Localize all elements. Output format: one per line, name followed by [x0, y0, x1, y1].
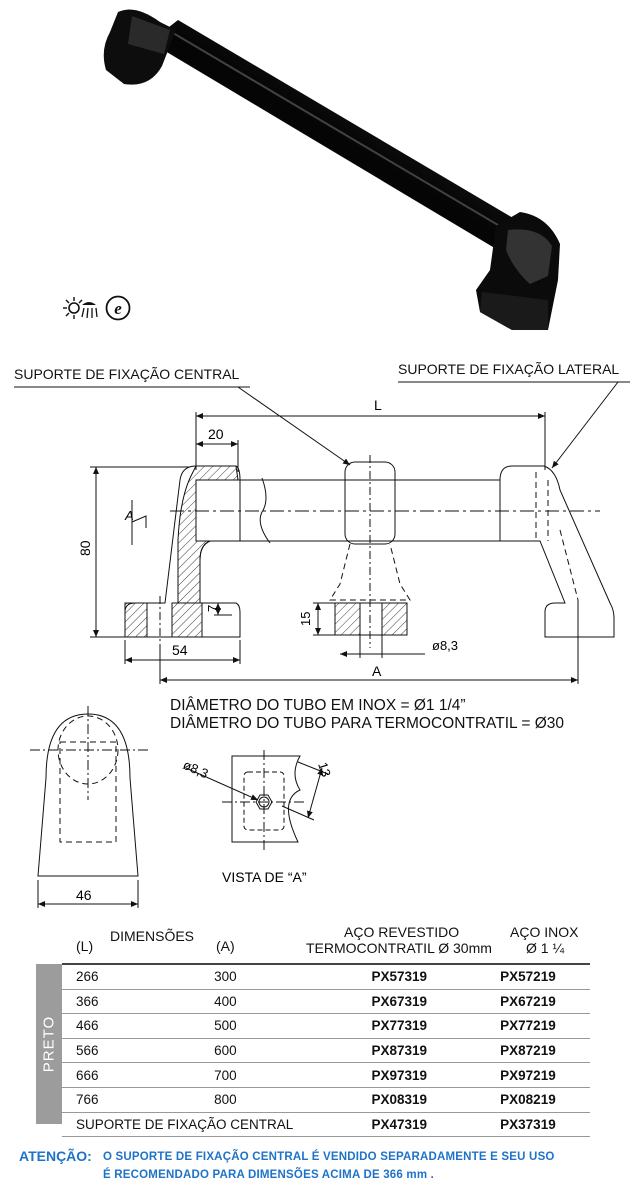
cell-L: 566 [76, 1043, 99, 1059]
attention-line2: É RECOMENDADO PARA DIMENSÕES ACIMA DE 36… [103, 1169, 435, 1181]
cell-coated-code: PX08319 [371, 1092, 428, 1108]
cell-A: 800 [214, 1092, 237, 1108]
dim-80: 80 [77, 540, 93, 556]
dim-20: 20 [208, 426, 224, 442]
table-row: 466 500 PX77319 PX77219 [62, 1014, 590, 1039]
cell-L: 466 [76, 1018, 99, 1034]
dimensions-table: 266 300 PX57319 PX57219 366 400 PX67319 PX67219… [62, 965, 590, 1137]
header-coated-line2: TERMOCONTRATIL Ø 30mm [306, 940, 492, 956]
table-row: 766 800 PX08319 PX08219 [62, 1087, 590, 1113]
cell-L: 666 [76, 1067, 99, 1083]
dim-15: 15 [298, 612, 313, 626]
color-label: PRETO [40, 1015, 58, 1073]
attention-line1: O SUPORTE DE FIXAÇÃO CENTRAL É VENDIDO S… [103, 1151, 555, 1163]
cell-inox-code: PX67219 [500, 993, 556, 1009]
header-A: (A) [216, 938, 235, 954]
dim-hole: ø8,3 [432, 638, 458, 653]
dim-54: 54 [172, 642, 188, 658]
cell-inox-code: PX57219 [500, 969, 556, 985]
section-mark-A: A [124, 508, 134, 523]
table-row: 566 600 PX87319 PX87219 [62, 1038, 590, 1063]
header-L: (L) [76, 938, 94, 954]
cell-L: 366 [76, 993, 99, 1009]
table-row: 366 400 PX67319 PX67219 [62, 989, 590, 1014]
header-dimensions: DIMENSÕES [110, 928, 195, 944]
attention-title: ATENÇÃO: [19, 1148, 92, 1164]
cell-central-label: SUPORTE DE FIXAÇÃO CENTRAL [76, 1116, 294, 1132]
cell-inox-code: PX87219 [500, 1043, 556, 1059]
color-label-bar: PRETO [36, 964, 62, 1124]
table-row: SUPORTE DE FIXAÇÃO CENTRAL PX47319 PX37319 [62, 1112, 590, 1137]
svg-text:e: e [114, 299, 122, 318]
cell-inox-code: PX77219 [500, 1018, 556, 1034]
e-circle-icon: e [105, 295, 131, 321]
cell-coated-code: PX57319 [371, 969, 428, 985]
cell-A: 500 [214, 1018, 237, 1034]
note-termocontratil-diameter: DIÂMETRO DO TUBO PARA TERMOCONTRATIL = Ø… [170, 715, 565, 732]
cell-inox-code: PX37319 [500, 1116, 556, 1132]
dim-46: 46 [76, 887, 92, 903]
cell-A: 300 [214, 969, 237, 985]
dim-A: A [372, 663, 382, 679]
cell-coated-code: PX77319 [371, 1018, 428, 1034]
cell-A: 400 [214, 993, 237, 1009]
cell-coated-code: PX47319 [371, 1116, 428, 1132]
detail-views: 46 ø8,3 13 VISTA DE “A” [30, 706, 334, 908]
cell-coated-code: PX67319 [371, 993, 428, 1009]
sun-shower-icon [62, 295, 100, 321]
cell-inox-code: PX97219 [500, 1067, 556, 1083]
product-photo [103, 9, 560, 330]
dim-hole-view: ø8,3 [181, 757, 211, 781]
cell-inox-code: PX08219 [500, 1092, 556, 1108]
note-inox-diameter: DIÂMETRO DO TUBO EM INOX = Ø1 1/4” [170, 697, 466, 714]
table-header-rule [62, 963, 590, 965]
cell-L: 266 [76, 969, 99, 985]
header-inox-line2: Ø 1 ¼ [526, 940, 565, 956]
label-lateral-support: SUPORTE DE FIXAÇÃO LATERAL [398, 361, 620, 377]
dim-7: 7 [205, 605, 220, 612]
cell-coated-code: PX97319 [371, 1067, 428, 1083]
table-row: 666 700 PX97319 PX97219 [62, 1063, 590, 1088]
view-A-label: VISTA DE “A” [222, 869, 307, 885]
cell-A: 600 [214, 1043, 237, 1059]
table-row: 266 300 PX57319 PX57219 [62, 965, 590, 990]
dim-L: L [374, 397, 382, 413]
cell-A: 700 [214, 1067, 237, 1083]
header-coated-line1: AÇO REVESTIDO [344, 924, 460, 940]
cell-L: 766 [76, 1092, 99, 1108]
dim-13: 13 [315, 760, 334, 778]
header-inox-line1: AÇO INOX [510, 924, 579, 940]
label-central-support: SUPORTE DE FIXAÇÃO CENTRAL [14, 366, 240, 382]
technical-drawing: L 20 80 7 15 54 A ø8,3 A [14, 381, 630, 684]
cell-coated-code: PX87319 [371, 1043, 428, 1059]
